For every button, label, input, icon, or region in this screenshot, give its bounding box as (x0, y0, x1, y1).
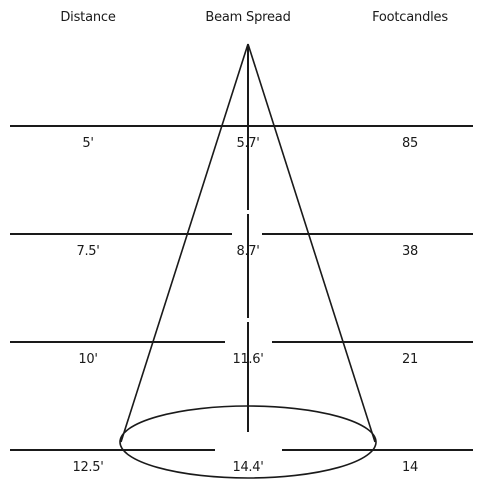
distance-value: 12.5' (72, 460, 103, 475)
row-4: 12.5' 14.4' 14 (72, 460, 418, 475)
light-cone (119, 43, 377, 479)
footcandles-value: 21 (402, 352, 418, 367)
distance-value: 10' (78, 352, 97, 367)
row-2: 7.5' 8.7' 38 (76, 244, 418, 259)
beam-spread-value: 5.7' (236, 136, 259, 151)
beam-spread-value: 8.7' (236, 244, 259, 259)
footcandles-value: 14 (402, 460, 418, 475)
header-distance: Distance (60, 10, 115, 25)
row-3: 10' 11.6' 21 (78, 352, 418, 367)
row-1: 5' 5.7' 85 (82, 136, 418, 151)
header-beam-spread: Beam Spread (205, 10, 290, 25)
footcandles-value: 38 (402, 244, 418, 259)
beam-spread-value: 14.4' (232, 460, 263, 475)
distance-value: 5' (82, 136, 93, 151)
header-footcandles: Footcandles (372, 10, 448, 25)
beam-spread-value: 11.6' (232, 352, 263, 367)
beam-ellipse (119, 405, 377, 479)
footcandles-value: 85 (402, 136, 418, 151)
distance-value: 7.5' (76, 244, 99, 259)
